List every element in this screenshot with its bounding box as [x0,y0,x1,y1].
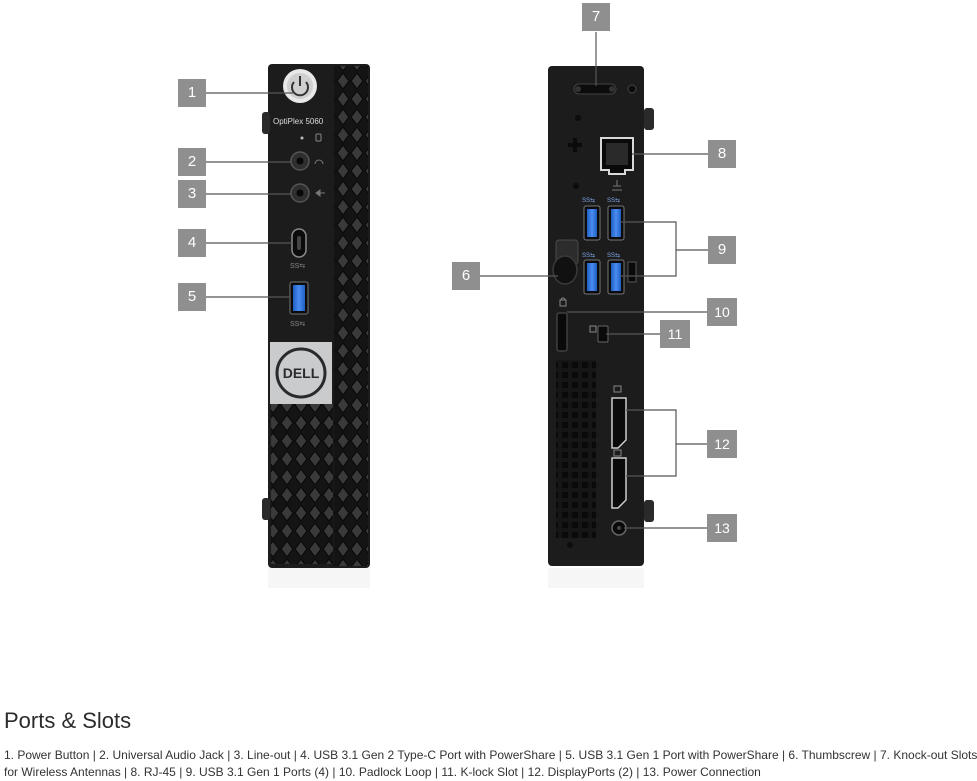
usb-a-port-icon[interactable] [289,281,309,315]
usb-badge-2: SS⇆ [607,197,620,204]
dp-symbol-2-icon [613,449,622,457]
port-marker-icon [627,261,637,283]
leader-lines [206,32,708,529]
callout-5: 5 [178,283,206,311]
usb-a-badge: SS⇆ [290,321,305,328]
usb-badge-3: SS⇆ [582,252,595,259]
ports-diagram: OptiPlex 5060 SS⇆ SS⇆ DELL [178,3,737,588]
model-label: OptiPlex 5060 [273,117,324,126]
callout-10: 10 [707,298,737,326]
audio-jack-icon[interactable] [290,151,310,171]
callout-4: 4 [178,229,206,257]
k-lock-symbol-icon [589,325,597,333]
rj45-port-icon[interactable] [600,137,634,175]
usb-badge-4: SS⇆ [607,252,620,259]
usb-badge-1: SS⇆ [582,197,595,204]
front-chassis [262,64,370,588]
antenna-knockout-icon [573,83,637,121]
callout-8: 8 [708,140,736,168]
usb-c-port-icon[interactable] [291,228,307,258]
power-button-icon[interactable] [283,69,317,103]
lock-symbol-icon [559,297,567,307]
callout-6: 6 [452,262,480,290]
drive-activity-icon [315,133,322,142]
network-symbol-icon [612,180,622,191]
dp-symbol-1-icon [613,385,622,393]
rear-bottom-hole-icon [567,542,573,548]
callout-2: 2 [178,148,206,176]
callout-1: 1 [178,79,206,107]
callout-3: 3 [178,180,206,208]
line-out-symbol-icon [315,189,325,197]
thumbscrew-icon[interactable] [552,239,579,285]
caption-line-2: for Wireless Antennas | 8. RJ-45 | 9. US… [4,765,761,779]
callout-9: 9 [708,236,736,264]
expansion-knockout-icon [568,138,582,189]
line-out-jack-icon[interactable] [290,183,310,203]
usb-c-badge: SS⇆ [290,263,305,270]
dell-logo-text: DELL [283,365,320,381]
caption-line-1: 1. Power Button | 2. Universal Audio Jac… [4,748,977,762]
status-led-icon [300,136,304,140]
ports-diagram-svg: OptiPlex 5060 SS⇆ SS⇆ DELL [206,32,708,588]
power-connector-icon[interactable] [611,520,627,536]
headset-icon [314,159,324,165]
rear-usb-port-3-icon[interactable] [583,259,601,295]
callout-7: 7 [582,3,610,31]
callout-11: 11 [660,320,690,348]
rear-usb-port-2-icon[interactable] [607,205,625,241]
rear-usb-port-4-icon[interactable] [607,259,625,295]
rear-usb-port-1-icon[interactable] [583,205,601,241]
callout-13: 13 [707,514,737,542]
displayport-2-icon[interactable] [611,457,627,509]
displayport-1-icon[interactable] [611,397,627,449]
dell-logo: DELL [270,342,332,404]
padlock-loop-icon[interactable] [556,312,568,352]
callout-12: 12 [707,430,737,458]
caption-title: Ports & Slots [4,708,132,733]
